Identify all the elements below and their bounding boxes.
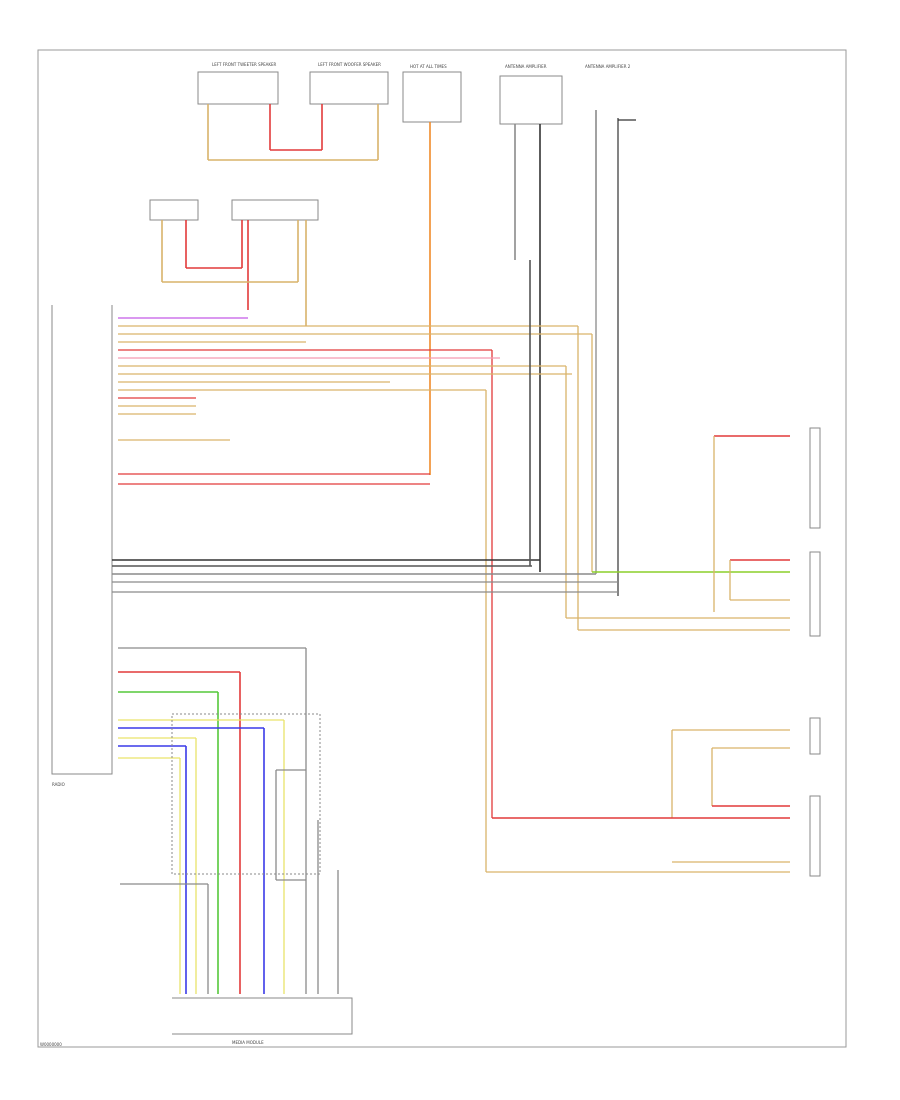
right-front-tweeter-speaker — [149, 199, 199, 282]
bottom-module-label: MEDIA MODULE — [232, 1040, 264, 1045]
document-code: W0000000 — [40, 1042, 62, 1047]
radio-connector-lower — [118, 647, 339, 994]
left-front-tweeter-speaker: LEFT FRONT TWEETER SPEAKER — [197, 62, 279, 160]
left-rear-speaker-upper — [671, 717, 821, 818]
left-front-woofer-speaker: LEFT FRONT WOOFER SPEAKER — [309, 62, 389, 160]
diagram-frame — [37, 49, 847, 1048]
speaker-left-label: LEFT FRONT TWEETER SPEAKER — [212, 62, 276, 67]
antenna-2-label: ANTENNA AMPLIFIER 2 — [585, 64, 631, 69]
radio-label: RADIO — [52, 782, 65, 787]
fuse-label: HOT AT ALL TIMES — [410, 64, 447, 69]
left-rear-speaker-lower — [486, 795, 821, 877]
right-speaker-lower — [566, 551, 821, 637]
antenna-amplifier-2: ANTENNA AMPLIFIER 2 — [585, 64, 636, 596]
antenna-1-label: ANTENNA AMPLIFIER — [505, 64, 547, 69]
right-front-woofer-speaker — [231, 199, 319, 326]
media-module: MEDIA MODULE — [172, 997, 353, 1045]
radio-connector-upper — [118, 317, 592, 872]
radio-module: RADIO — [51, 305, 113, 787]
hot-at-all-times-fuse: HOT AT ALL TIMES — [402, 64, 462, 475]
radio-antenna-bus — [112, 260, 790, 593]
antenna-amplifier: ANTENNA AMPLIFIER — [499, 64, 563, 572]
speaker-right-label: LEFT FRONT WOOFER SPEAKER — [318, 62, 381, 67]
right-speaker-upper — [713, 427, 821, 612]
